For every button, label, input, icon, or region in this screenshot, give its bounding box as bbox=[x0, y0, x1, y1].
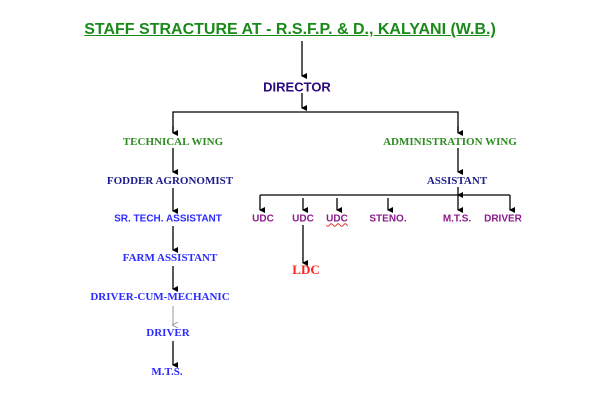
node-assistant: ASSISTANT bbox=[426, 175, 488, 187]
node-admin-mts: M.T.S. bbox=[442, 213, 472, 225]
node-technical-wing: TECHNICAL WING bbox=[122, 136, 224, 148]
node-fodder-agronomist: FODDER AGRONOMIST bbox=[106, 175, 234, 187]
node-driver-cum-mechanic: DRIVER-CUM-MECHANIC bbox=[90, 291, 230, 303]
node-driver: DRIVER bbox=[146, 327, 190, 339]
node-administration-wing: ADMINISTRATION WING bbox=[383, 136, 517, 148]
node-director: DIRECTOR bbox=[263, 79, 331, 95]
node-udc-1: UDC bbox=[252, 213, 274, 225]
node-farm-assistant: FARM ASSISTANT bbox=[122, 252, 218, 264]
node-udc-3: UDC bbox=[326, 213, 348, 225]
node-mts: M.T.S. bbox=[151, 366, 183, 378]
node-udc-2: UDC bbox=[292, 213, 314, 225]
node-admin-driver: DRIVER bbox=[484, 213, 522, 225]
node-sr-tech-assistant: SR. TECH. ASSISTANT bbox=[114, 213, 222, 225]
node-steno: STENO. bbox=[369, 213, 407, 225]
chart-title: STAFF STRACTURE AT - R.S.F.P. & D., KALY… bbox=[84, 21, 496, 38]
node-ldc: LDC bbox=[292, 262, 320, 277]
